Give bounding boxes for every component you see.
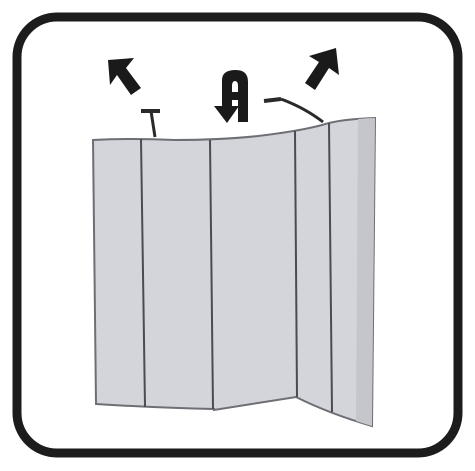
connector-bar	[264, 99, 281, 101]
folding-wall	[93, 118, 375, 426]
panel-shade	[356, 118, 375, 426]
wall-panels	[93, 118, 375, 426]
